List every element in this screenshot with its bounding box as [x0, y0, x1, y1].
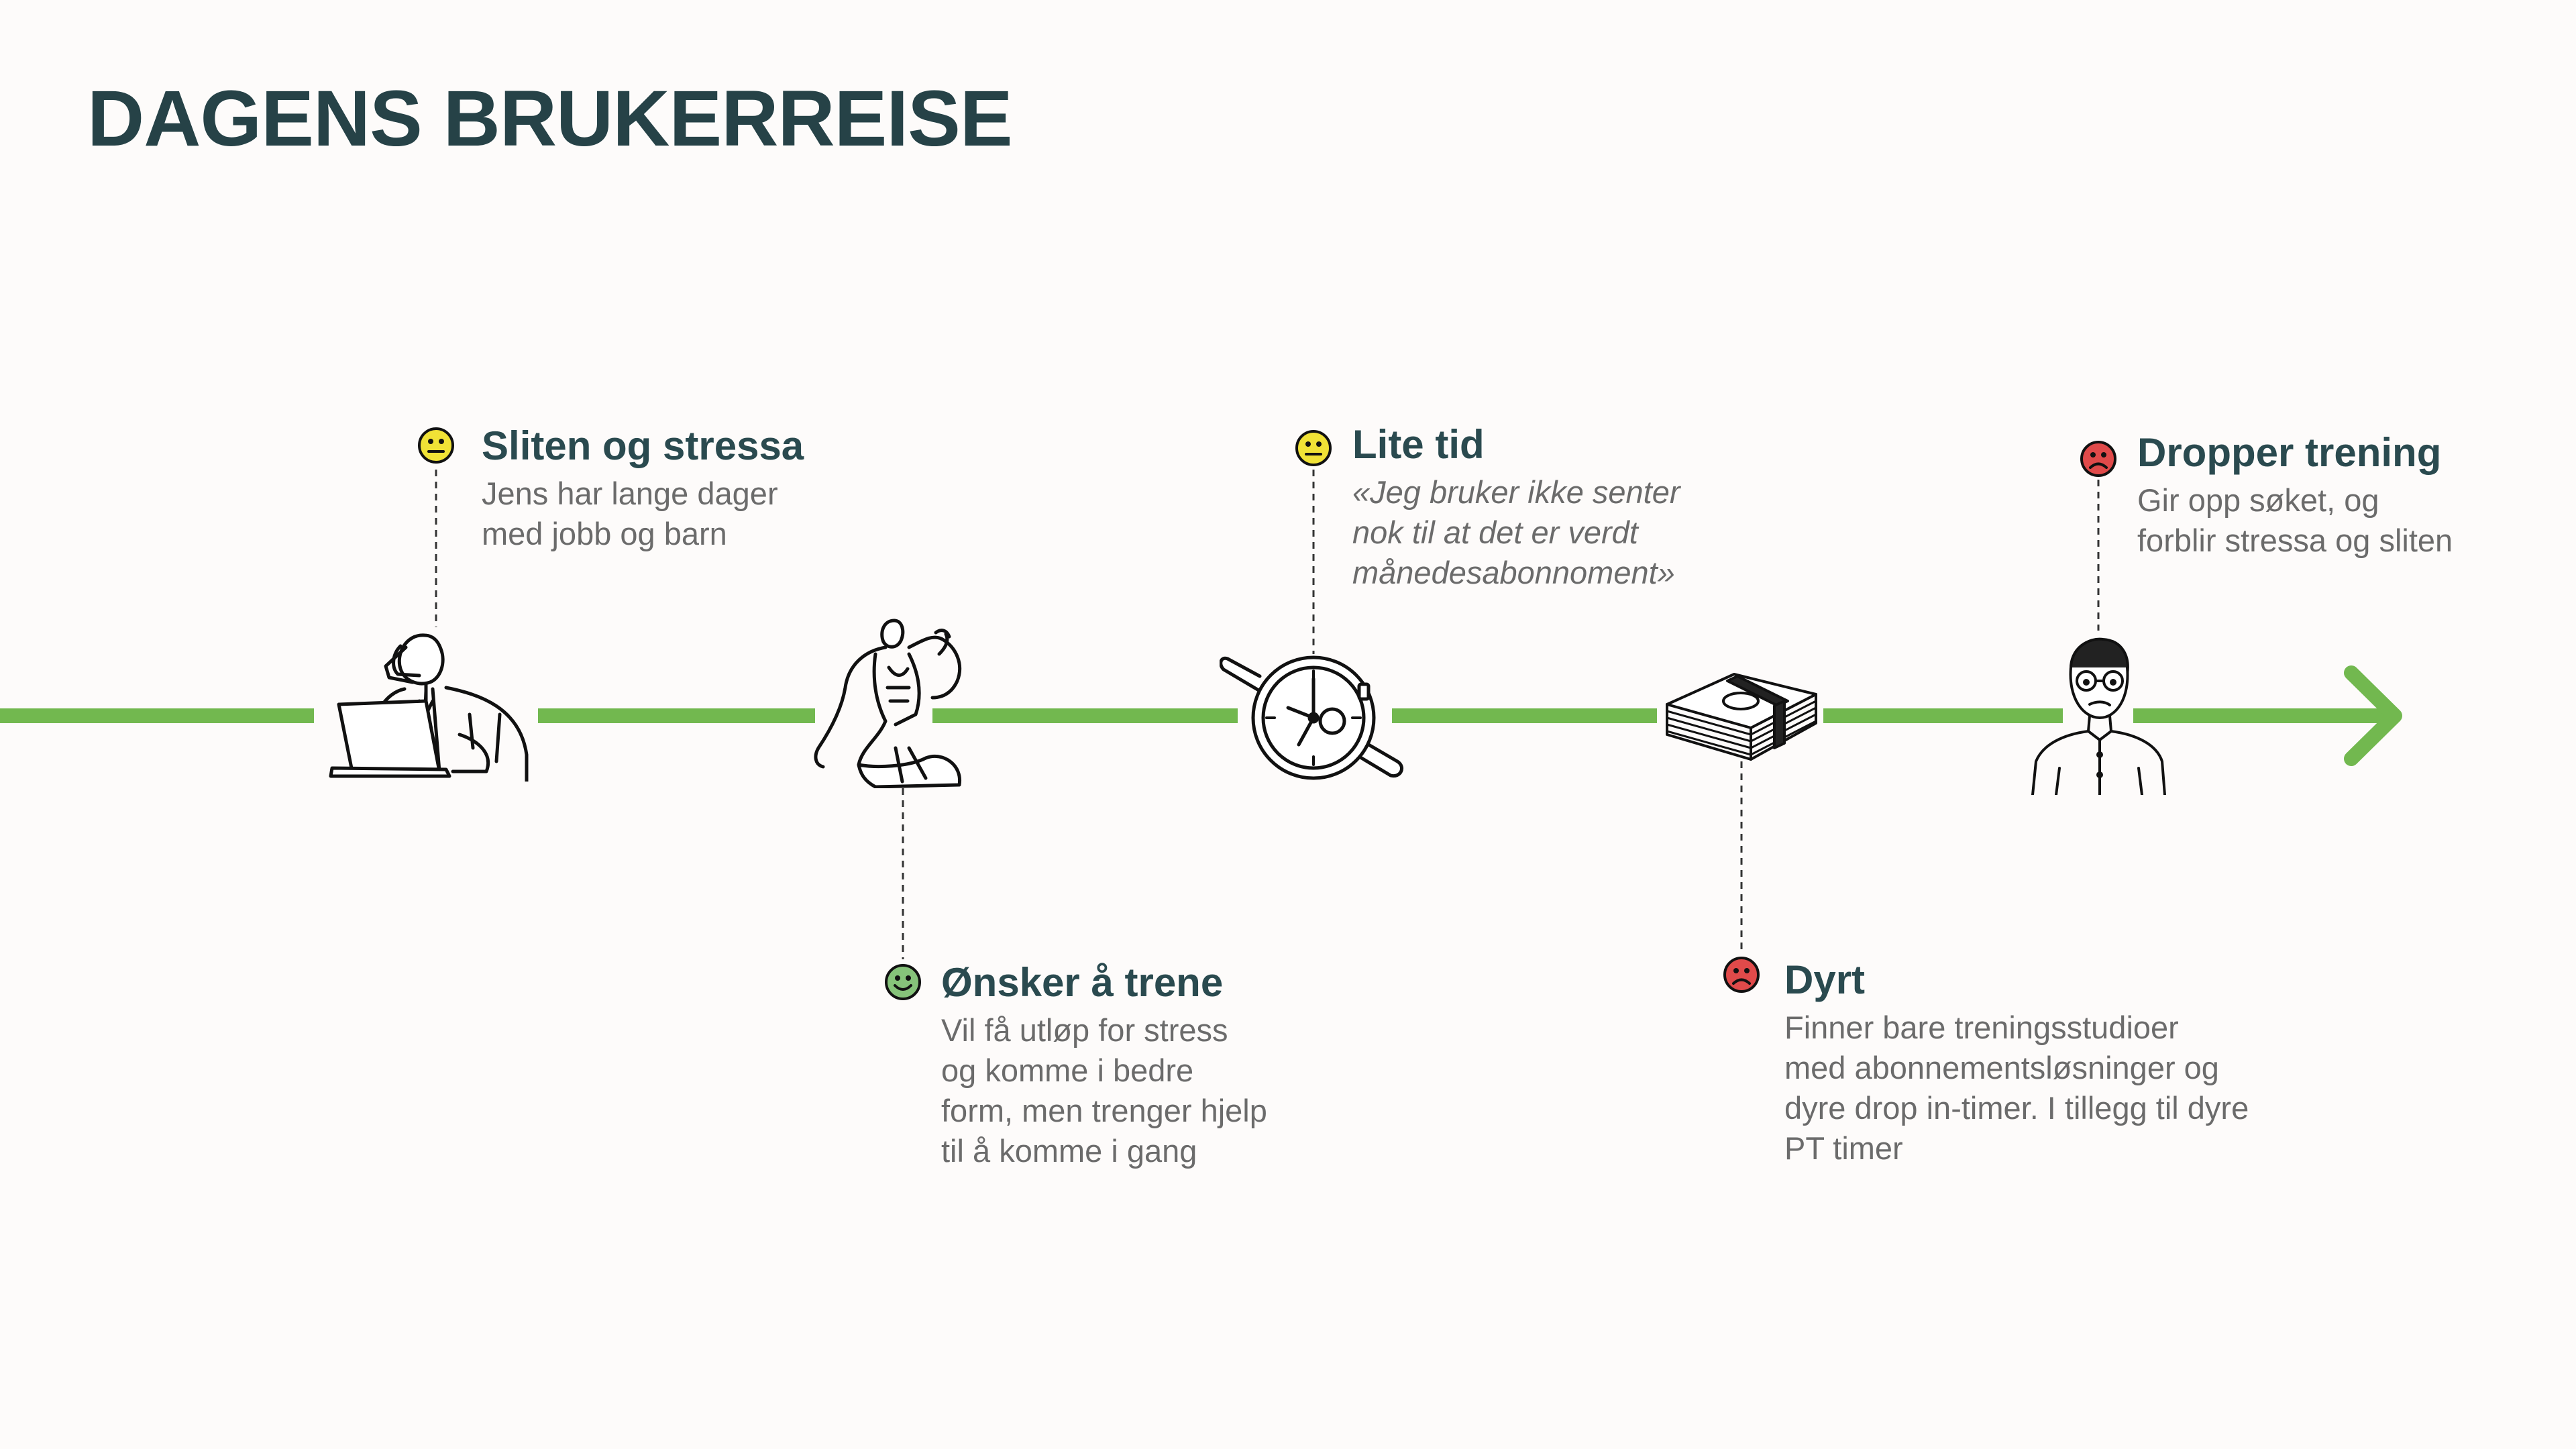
sad-face-icon — [2080, 441, 2116, 477]
step-title: Lite tid — [1352, 422, 1485, 467]
step-dropper-trening: Dropper trening Gir opp søket, og forbli… — [2137, 431, 2453, 561]
step-description: Gir opp søket, og forblir stressa og sli… — [2137, 482, 2453, 558]
sad-face-icon — [1723, 957, 1760, 993]
step-title: Sliten og stressa — [482, 423, 804, 468]
page-title: DAGENS BRUKERREISE — [87, 74, 1013, 163]
timeline-arrowhead — [2344, 665, 2402, 766]
stressed-worker-icon — [325, 627, 533, 784]
neutral-face-icon — [418, 427, 454, 464]
step-title: Dropper trening — [2137, 430, 2442, 475]
step-title: Dyrt — [1784, 957, 1866, 1002]
step-onsker-a-trene: Ønsker å trene Vil få utløp for stress o… — [941, 961, 1267, 1171]
step-description: Vil få utløp for stress og komme i bedre… — [941, 1012, 1267, 1169]
worried-man-icon — [2029, 634, 2167, 796]
neutral-face-icon — [1295, 430, 1332, 466]
step-description: Finner bare treningsstudioer med abonnem… — [1784, 1010, 2249, 1166]
wristwatch-icon — [1219, 644, 1409, 793]
step-lite-tid: Lite tid «Jeg bruker ikke senter nok til… — [1352, 423, 1680, 593]
step-sliten-og-stressa: Sliten og stressa Jens har lange dager m… — [482, 424, 804, 554]
step-description: Jens har lange dager med jobb og barn — [482, 476, 778, 551]
step-dyrt: Dyrt Finner bare treningsstudioer med ab… — [1784, 958, 2249, 1169]
happy-face-icon — [885, 964, 921, 1000]
step-title: Ønsker å trene — [941, 960, 1224, 1005]
connector-lines — [435, 470, 2100, 959]
bodybuilder-icon — [808, 614, 973, 789]
step-description: «Jeg bruker ikke senter nok til at det e… — [1352, 474, 1680, 590]
money-stack-icon — [1660, 664, 1821, 761]
